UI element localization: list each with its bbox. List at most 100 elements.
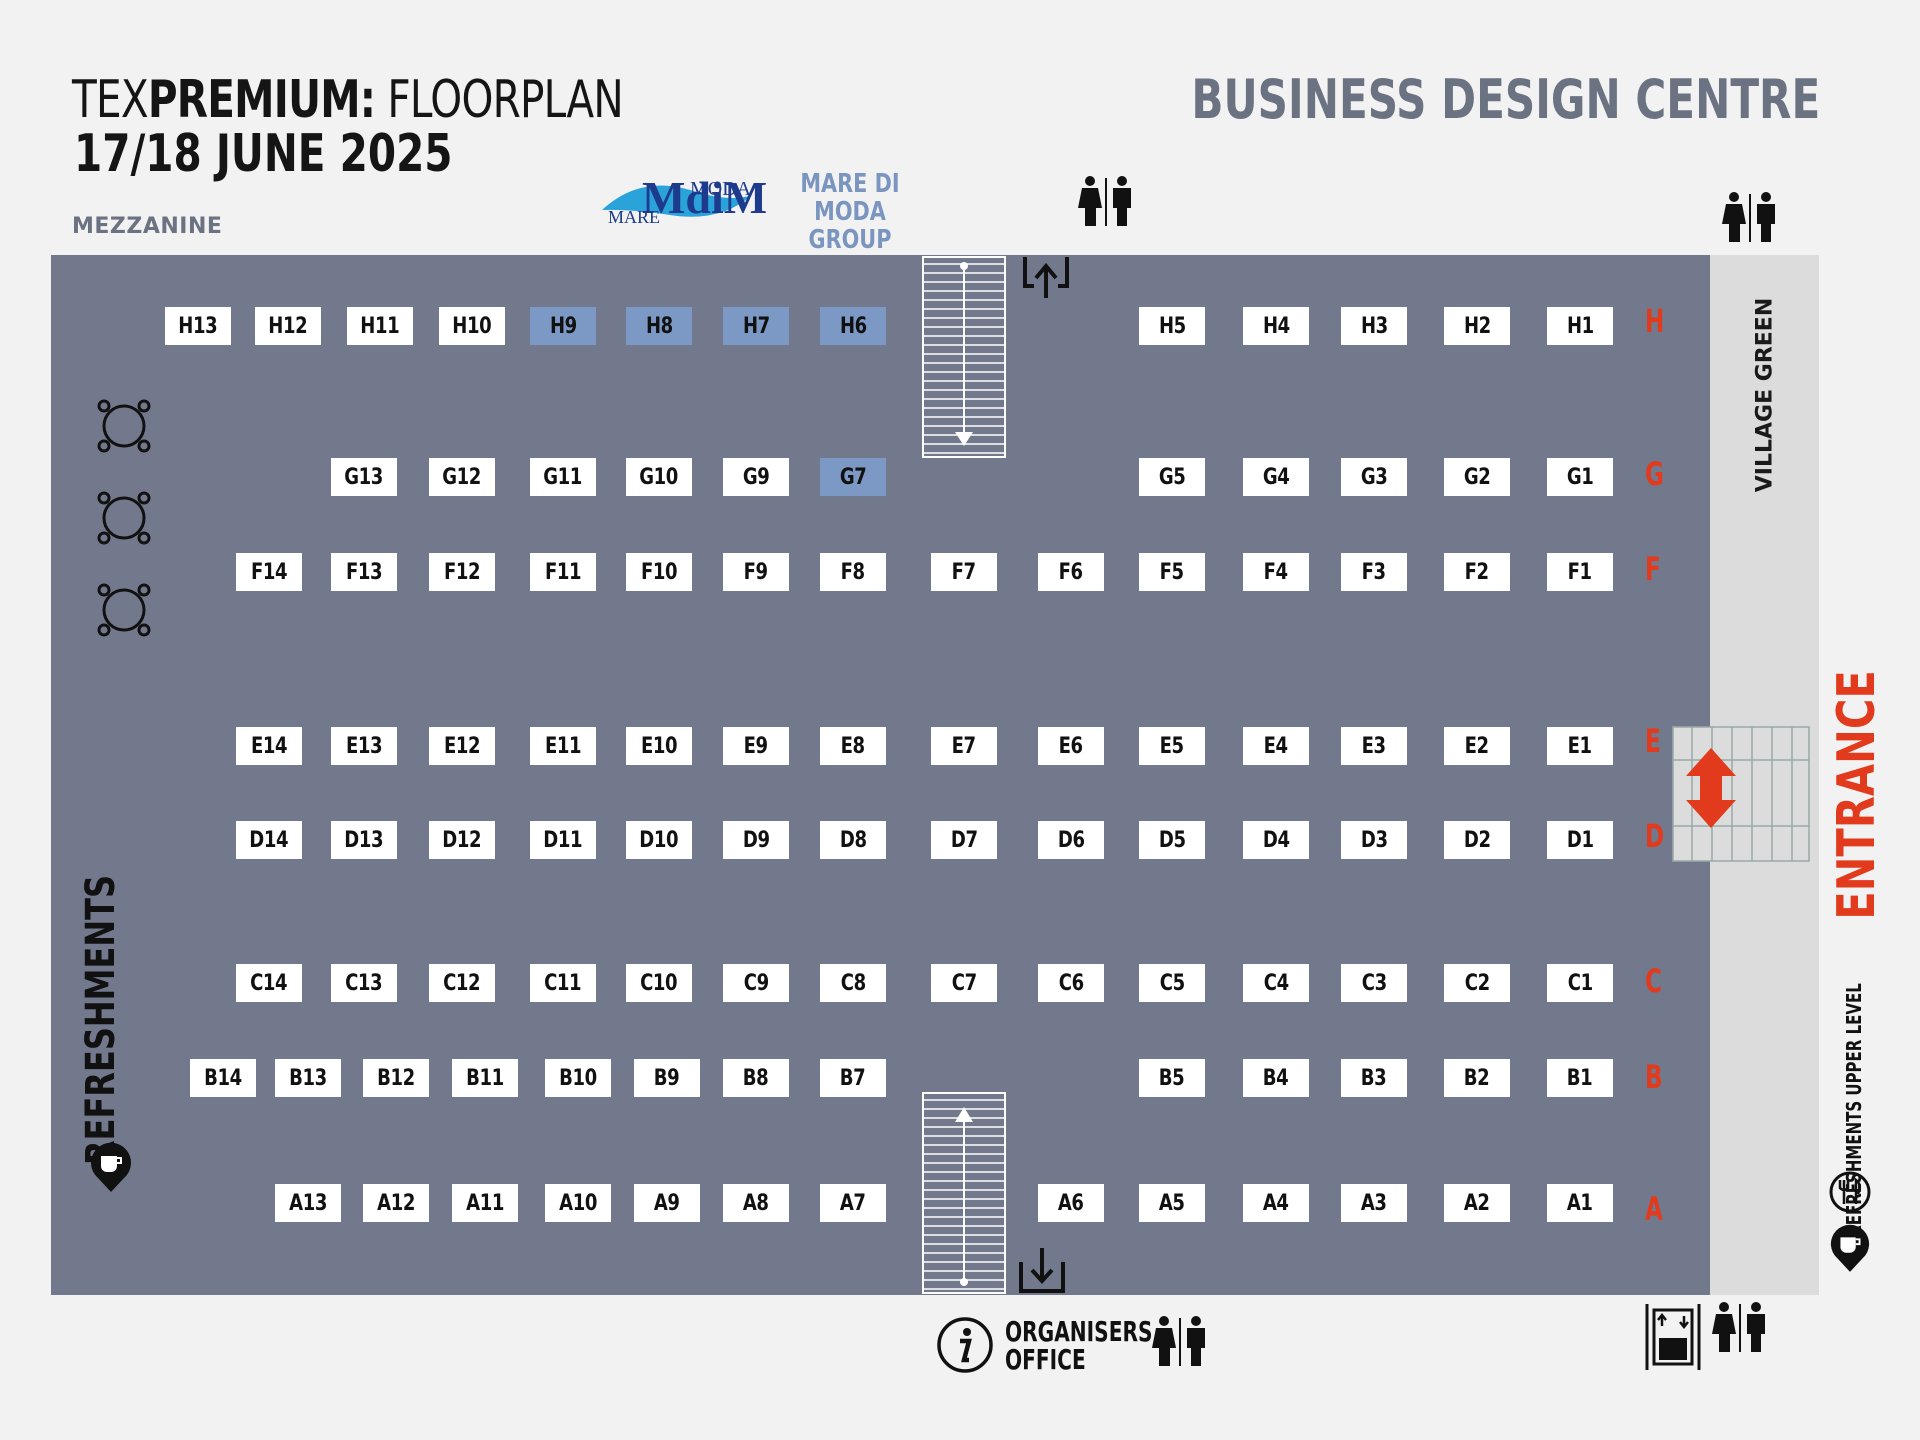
booth-e6: E6 bbox=[1038, 727, 1104, 765]
booth-a10: A10 bbox=[545, 1184, 611, 1222]
booth-g11: G11 bbox=[530, 458, 596, 496]
event-dates: 17/18 JUNE 2025 bbox=[74, 124, 453, 184]
village-green-label: VILLAGE GREEN bbox=[1752, 297, 1778, 493]
booth-g13: G13 bbox=[331, 458, 397, 496]
row-letter-c: C bbox=[1645, 962, 1662, 1000]
row-letter-d: D bbox=[1645, 817, 1665, 855]
row-letter-a: A bbox=[1645, 1190, 1663, 1228]
booth-h7: H7 bbox=[723, 307, 789, 345]
booth-a2: A2 bbox=[1444, 1184, 1510, 1222]
booth-f6: F6 bbox=[1038, 553, 1104, 591]
booth-f11: F11 bbox=[530, 553, 596, 591]
escalator-grid bbox=[1672, 726, 1810, 862]
partner-logo: MdiM MODA MARE bbox=[602, 172, 767, 227]
booth-c8: C8 bbox=[820, 964, 886, 1002]
booth-c7: C7 bbox=[931, 964, 997, 1002]
booth-h12: H12 bbox=[255, 307, 321, 345]
entrance-label: ENTRANCE bbox=[1827, 670, 1887, 920]
table-icon bbox=[97, 491, 151, 545]
booth-b7: B7 bbox=[820, 1059, 886, 1097]
booth-a12: A12 bbox=[363, 1184, 429, 1222]
booth-h4: H4 bbox=[1243, 307, 1309, 345]
row-letter-h: H bbox=[1645, 302, 1665, 340]
booth-f10: F10 bbox=[626, 553, 692, 591]
booth-d13: D13 bbox=[331, 821, 397, 859]
organisers-office-label: ORGANISERS OFFICE bbox=[1005, 1315, 1153, 1376]
booth-d8: D8 bbox=[820, 821, 886, 859]
exit-up-icon bbox=[1023, 257, 1069, 298]
toilets-icon bbox=[1712, 1302, 1765, 1352]
entrance-arrow-icon bbox=[1686, 748, 1736, 828]
booth-b13: B13 bbox=[275, 1059, 341, 1097]
booth-h9: H9 bbox=[530, 307, 596, 345]
exhibition-floor bbox=[51, 255, 1710, 1295]
booth-a13: A13 bbox=[275, 1184, 341, 1222]
booth-h13: H13 bbox=[165, 307, 231, 345]
booth-f4: F4 bbox=[1243, 553, 1309, 591]
logo-word-top: MODA bbox=[690, 178, 752, 200]
booth-f5: F5 bbox=[1139, 553, 1205, 591]
info-icon bbox=[937, 1317, 993, 1373]
booth-f1: F1 bbox=[1547, 553, 1613, 591]
booth-b1: B1 bbox=[1547, 1059, 1613, 1097]
booth-b3: B3 bbox=[1341, 1059, 1407, 1097]
booth-g7: G7 bbox=[820, 458, 886, 496]
booth-e8: E8 bbox=[820, 727, 886, 765]
booth-a7: A7 bbox=[820, 1184, 886, 1222]
booth-d12: D12 bbox=[429, 821, 495, 859]
booth-d11: D11 bbox=[530, 821, 596, 859]
toilets-icon bbox=[1152, 1316, 1205, 1366]
booth-e4: E4 bbox=[1243, 727, 1309, 765]
booth-b10: B10 bbox=[545, 1059, 611, 1097]
booth-h3: H3 bbox=[1341, 307, 1407, 345]
booth-e13: E13 bbox=[331, 727, 397, 765]
booth-f12: F12 bbox=[429, 553, 495, 591]
booth-f8: F8 bbox=[820, 553, 886, 591]
venue-name: BUSINESS DESIGN CENTRE bbox=[1191, 68, 1820, 131]
booth-c11: C11 bbox=[530, 964, 596, 1002]
booth-e3: E3 bbox=[1341, 727, 1407, 765]
booth-f2: F2 bbox=[1444, 553, 1510, 591]
booth-g12: G12 bbox=[429, 458, 495, 496]
row-letter-f: F bbox=[1645, 550, 1661, 588]
booth-h5: H5 bbox=[1139, 307, 1205, 345]
booth-b12: B12 bbox=[363, 1059, 429, 1097]
booth-e12: E12 bbox=[429, 727, 495, 765]
booth-a5: A5 bbox=[1139, 1184, 1205, 1222]
booth-f13: F13 bbox=[331, 553, 397, 591]
booth-h2: H2 bbox=[1444, 307, 1510, 345]
booth-b9: B9 bbox=[634, 1059, 700, 1097]
booth-c4: C4 bbox=[1243, 964, 1309, 1002]
booth-c5: C5 bbox=[1139, 964, 1205, 1002]
booth-e11: E11 bbox=[530, 727, 596, 765]
booth-f9: F9 bbox=[723, 553, 789, 591]
booth-d9: D9 bbox=[723, 821, 789, 859]
booth-h1: H1 bbox=[1547, 307, 1613, 345]
booth-a8: A8 bbox=[723, 1184, 789, 1222]
booth-e2: E2 bbox=[1444, 727, 1510, 765]
booth-g5: G5 bbox=[1139, 458, 1205, 496]
refreshments-label: REFRESHMENTS bbox=[78, 874, 124, 1166]
booth-h8: H8 bbox=[626, 307, 692, 345]
coffee-pin-icon bbox=[91, 1142, 131, 1192]
booth-c1: C1 bbox=[1547, 964, 1613, 1002]
booth-b11: B11 bbox=[452, 1059, 518, 1097]
booth-g9: G9 bbox=[723, 458, 789, 496]
booth-b2: B2 bbox=[1444, 1059, 1510, 1097]
booth-h6: H6 bbox=[820, 307, 886, 345]
booth-f7: F7 bbox=[931, 553, 997, 591]
row-letter-e: E bbox=[1645, 722, 1661, 760]
booth-c9: C9 bbox=[723, 964, 789, 1002]
booth-b8: B8 bbox=[723, 1059, 789, 1097]
booth-a6: A6 bbox=[1038, 1184, 1104, 1222]
booth-e7: E7 bbox=[931, 727, 997, 765]
coffee-pin-icon bbox=[1830, 1224, 1870, 1272]
toilets-icon bbox=[1722, 192, 1775, 242]
booth-c3: C3 bbox=[1341, 964, 1407, 1002]
booth-c2: C2 bbox=[1444, 964, 1510, 1002]
logo-word-bottom: MARE bbox=[608, 207, 660, 227]
cutlery-icon bbox=[1829, 1171, 1871, 1213]
table-icon bbox=[97, 583, 151, 637]
booth-c14: C14 bbox=[236, 964, 302, 1002]
stairs-icon bbox=[922, 256, 1006, 458]
